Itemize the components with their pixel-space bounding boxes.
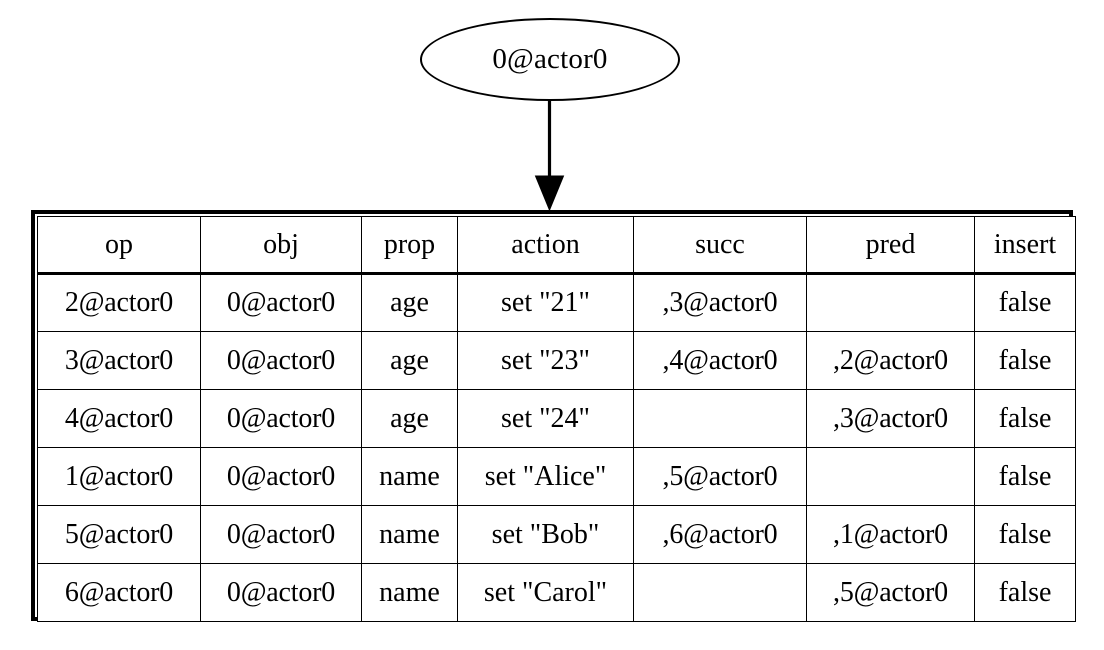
cell-op: 3@actor0 [37,331,201,390]
cell-succ: ,4@actor0 [633,331,807,390]
table-header-row: op obj prop action succ pred insert [37,216,1076,275]
column-header-obj: obj [200,216,362,275]
cell-prop: name [361,563,458,622]
cell-insert: false [974,273,1076,332]
cell-obj: 0@actor0 [200,273,362,332]
cell-insert: false [974,331,1076,390]
column-header-succ: succ [633,216,807,275]
cell-pred [806,447,975,506]
column-header-op: op [37,216,201,275]
cell-prop: age [361,389,458,448]
column-header-pred: pred [806,216,975,275]
cell-pred: ,2@actor0 [806,331,975,390]
cell-action: set "23" [457,331,634,390]
cell-pred: ,3@actor0 [806,389,975,448]
column-header-prop: prop [361,216,458,275]
cell-obj: 0@actor0 [200,389,362,448]
node-root-actor[interactable]: 0@actor0 [420,18,680,101]
cell-succ: ,5@actor0 [633,447,807,506]
cell-insert: false [974,389,1076,448]
cell-op: 4@actor0 [37,389,201,448]
column-header-insert: insert [974,216,1076,275]
cell-prop: age [361,331,458,390]
table-row: 2@actor0 0@actor0 age set "21" ,3@actor0… [37,273,1076,332]
cell-insert: false [974,447,1076,506]
op-table-node: op obj prop action succ pred insert 2@ac… [31,210,1076,622]
node-root-actor-label: 0@actor0 [492,43,608,75]
cell-obj: 0@actor0 [200,505,362,564]
edge-arrowhead-icon [534,175,565,212]
cell-action: set "Bob" [457,505,634,564]
cell-pred: ,5@actor0 [806,563,975,622]
cell-prop: name [361,505,458,564]
op-table: op obj prop action succ pred insert 2@ac… [37,216,1076,622]
table-row: 4@actor0 0@actor0 age set "24" ,3@actor0… [37,389,1076,448]
table-row: 6@actor0 0@actor0 name set "Carol" ,5@ac… [37,563,1076,622]
cell-succ [633,389,807,448]
cell-obj: 0@actor0 [200,331,362,390]
cell-succ [633,563,807,622]
cell-prop: age [361,273,458,332]
cell-action: set "Carol" [457,563,634,622]
cell-succ: ,3@actor0 [633,273,807,332]
cell-insert: false [974,505,1076,564]
cell-insert: false [974,563,1076,622]
cell-action: set "24" [457,389,634,448]
table-row: 1@actor0 0@actor0 name set "Alice" ,5@ac… [37,447,1076,506]
cell-op: 6@actor0 [37,563,201,622]
cell-action: set "21" [457,273,634,332]
table-row: 5@actor0 0@actor0 name set "Bob" ,6@acto… [37,505,1076,564]
cell-obj: 0@actor0 [200,563,362,622]
cell-action: set "Alice" [457,447,634,506]
cell-op: 2@actor0 [37,273,201,332]
table-row: 3@actor0 0@actor0 age set "23" ,4@actor0… [37,331,1076,390]
cell-op: 5@actor0 [37,505,201,564]
cell-prop: name [361,447,458,506]
cell-pred [806,273,975,332]
column-header-action: action [457,216,634,275]
cell-obj: 0@actor0 [200,447,362,506]
cell-op: 1@actor0 [37,447,201,506]
cell-pred: ,1@actor0 [806,505,975,564]
cell-succ: ,6@actor0 [633,505,807,564]
